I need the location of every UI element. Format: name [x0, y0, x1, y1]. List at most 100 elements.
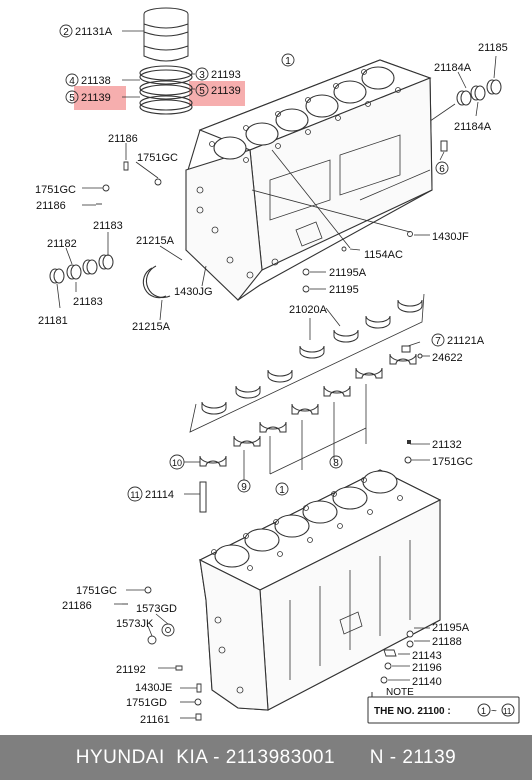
- c-21131a-number-circle: [59, 24, 73, 38]
- c-21143-code: 21143: [412, 650, 442, 662]
- note-sep: ~: [491, 706, 497, 717]
- note-title: NOTE: [386, 687, 414, 698]
- cam-bushing-icon: [456, 79, 502, 106]
- c-21139-left-number: 5: [69, 93, 75, 104]
- c-21186-c-code: 21186: [62, 600, 92, 612]
- c-1751gc-c-code: 1751GC: [432, 456, 473, 468]
- c-6-number-circle: [435, 161, 449, 175]
- c-21196-code: 21196: [412, 662, 442, 674]
- c-21215a-bot-code: 21215A: [132, 321, 171, 333]
- c-1-top-number: 1: [285, 56, 291, 67]
- c-21185-code: 21185: [478, 42, 508, 54]
- thrust-washer-icon: [142, 265, 171, 299]
- c-21195-code: 21195: [329, 284, 359, 296]
- note-text: THE NO. 21100 :: [374, 706, 451, 717]
- c-10-number: 10: [172, 458, 182, 468]
- thrust-washer-small-icon: [401, 345, 411, 353]
- c-21188-code: 21188: [432, 636, 462, 648]
- c-21183-bot-code: 21183: [73, 296, 103, 308]
- c-1751gc-b-code: 1751GC: [35, 184, 76, 196]
- c-1430je-code: 1430JE: [135, 682, 172, 694]
- block-bolt-holes-upper: [196, 69, 401, 279]
- c-21132-code: 21132: [432, 439, 462, 451]
- piston-rings-icon: [139, 65, 193, 115]
- c-21186-top-code: 21186: [108, 133, 138, 145]
- c-21139-left-number-circle: [65, 90, 79, 104]
- c-21138-number-circle: [65, 73, 79, 87]
- c-21186-b-code: 21186: [36, 200, 66, 212]
- c-21131a-code: 21131A: [75, 26, 113, 38]
- c-1751gd-code: 1751GD: [126, 697, 167, 709]
- c-21139-right-code: 21139: [211, 85, 241, 97]
- washer-icon: [404, 456, 412, 464]
- engine-block-upper-icon: [185, 59, 433, 301]
- c-21183-top-code: 21183: [93, 220, 123, 232]
- callout-labels: 2 21131A 4 21138 5 21139 3 21193 5 21139 21185 2118…: [35, 24, 508, 726]
- c-1751gc-a-code: 1751GC: [137, 152, 178, 164]
- c-21121a-number-circle: [431, 333, 445, 347]
- note-to: 11: [503, 707, 512, 716]
- note-box: NOTE THE NO. 21100 : 1 ~ 11: [367, 687, 520, 724]
- block-bolt-holes-lower: [211, 477, 403, 694]
- crank-bushing-group: [49, 254, 114, 284]
- c-1154ac-code: 1154AC: [364, 249, 403, 261]
- parts-diagram: 2 21131A 4 21138 5 21139 3 21193 5 21139 21185 2118…: [35, 7, 520, 726]
- c-1430jf-code: 1430JF: [432, 231, 469, 243]
- c-21140-code: 21140: [412, 676, 442, 688]
- c-21139-right-number: 5: [199, 86, 205, 97]
- c-1751gc-d-code: 1751GC: [76, 585, 117, 597]
- c-1573jk-code: 1573JK: [116, 618, 154, 630]
- c-21139-left-code: 21139: [81, 92, 111, 104]
- c-21182-code: 21182: [47, 238, 77, 250]
- c-21020a-code: 21020A: [289, 304, 328, 316]
- main-bolt-icon: [199, 481, 207, 513]
- c-10-number-circle: [169, 454, 185, 470]
- c-21114-number: 11: [130, 490, 139, 500]
- c-21184a-bot-code: 21184A: [454, 121, 492, 133]
- c-9-number-circle: [237, 479, 251, 493]
- note-from-circle: [477, 703, 491, 717]
- c-21181-code: 21181: [38, 315, 68, 327]
- engine-block-lower-icon: [198, 469, 442, 711]
- note-from: 1: [481, 706, 486, 716]
- c-1-bot-number: 1: [279, 485, 285, 496]
- c-6-number: 6: [439, 164, 445, 175]
- c-21195a-bot-code: 21195A: [432, 622, 470, 634]
- footer-brand-part-number: HYUNDAI KIA - 2113983001: [75, 746, 336, 768]
- c-24622-code: 24622: [432, 352, 463, 364]
- cylinder-bores-upper: [213, 66, 395, 160]
- c-21195a-top-code: 21195A: [329, 267, 367, 279]
- c-21215a-top-code: 21215A: [136, 235, 175, 247]
- c-9-number: 9: [241, 482, 247, 493]
- note-to-circle: [501, 703, 515, 717]
- footer-bar: HYUNDAI KIA - 2113983001 N - 21139: [0, 735, 532, 780]
- highlight-left: [74, 86, 126, 110]
- c-21138-number: 4: [69, 76, 75, 87]
- c-8-number: 8: [333, 458, 339, 469]
- main-bearings-upper-row: [201, 299, 423, 415]
- c-21114-number-circle: [127, 486, 143, 502]
- small-plug-icon: [407, 440, 411, 444]
- c-21161-code: 21161: [140, 714, 170, 726]
- c-1-bot-number-circle: [275, 482, 289, 496]
- c-21193-code: 21193: [211, 69, 241, 81]
- c-21121a-code: 21121A: [447, 335, 485, 347]
- c-8-number-circle: [329, 455, 343, 469]
- c-1-top-number-circle: [281, 53, 295, 67]
- c-21121a-number: 7: [435, 336, 441, 347]
- cylinder-bores-lower: [214, 470, 398, 568]
- c-21138-code: 21138: [81, 75, 111, 87]
- c-21114-code: 21114: [145, 489, 174, 501]
- c-21139-right-number-circle: [195, 83, 209, 97]
- c-21193-number: 3: [199, 70, 205, 81]
- knock-pin-icon: [417, 353, 423, 359]
- c-21193-number-circle: [195, 67, 209, 81]
- footer-part-code: N - 21139: [369, 746, 457, 768]
- main-bearings-lower-row: [199, 353, 417, 467]
- c-1573gd-code: 1573GD: [136, 603, 177, 615]
- c-1430jg-code: 1430JG: [174, 286, 213, 298]
- dowel-pin-icon: [440, 140, 448, 152]
- piston-icon: [143, 7, 189, 62]
- c-21131a-number: 2: [63, 27, 69, 38]
- small-bolt-icons-lower: [122, 586, 414, 721]
